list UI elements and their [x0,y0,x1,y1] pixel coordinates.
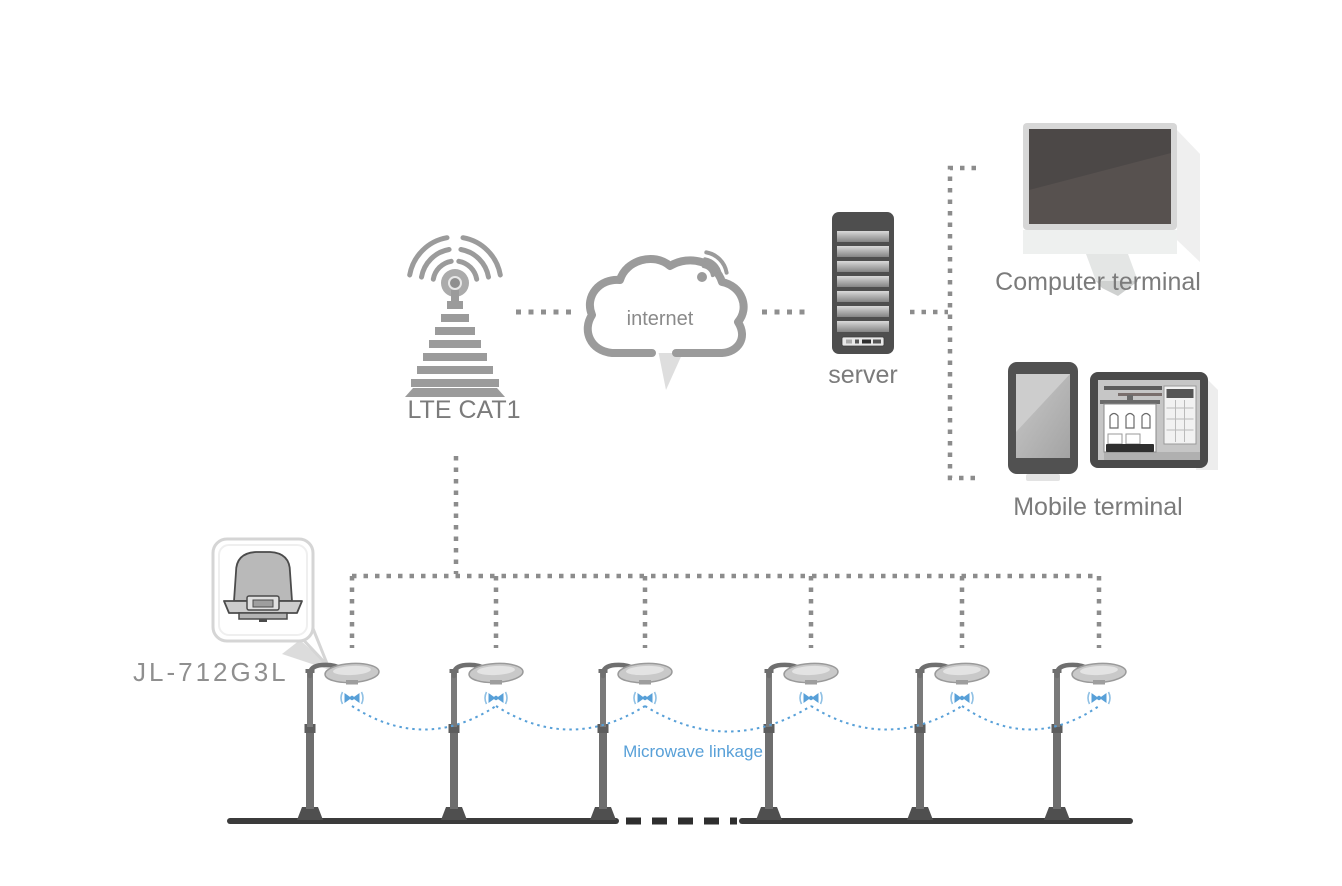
computer-terminal-label: Computer terminal [995,268,1201,296]
smartphone-icon [1008,362,1078,481]
antenna-tower-icon [405,235,505,397]
tablet-icon [1090,372,1218,470]
streetlight [907,662,989,820]
server-icon [832,212,894,354]
streetlight [441,662,523,820]
desktop-monitor-icon [1023,123,1200,296]
microwave-links [351,705,1100,733]
controller-model-label: JL-712G3L [133,657,289,687]
server-label: server [828,361,897,389]
controller-callout [211,537,336,672]
streetlight [1044,662,1126,820]
wifi-icon [697,250,729,282]
cloud-label: internet [627,308,694,330]
panel-graphic [1163,385,1197,445]
microwave-link-label: Microwave linkage [623,742,763,761]
mobile-terminal-icons [1008,362,1218,481]
controller-device-icon [223,551,303,622]
streetlight [297,662,379,820]
cloud-icon: internet [583,250,748,390]
branch-terminals [947,165,976,481]
building-graphic [1100,395,1160,453]
antenna-label: LTE CAT1 [408,396,521,424]
cloud-shadow [658,350,684,390]
connector-lines [349,165,1102,648]
mobile-terminal-label: Mobile terminal [1013,493,1183,521]
streetlight-drops [349,576,1102,648]
streetlight [756,662,838,820]
monitor-shadow [1177,130,1200,262]
